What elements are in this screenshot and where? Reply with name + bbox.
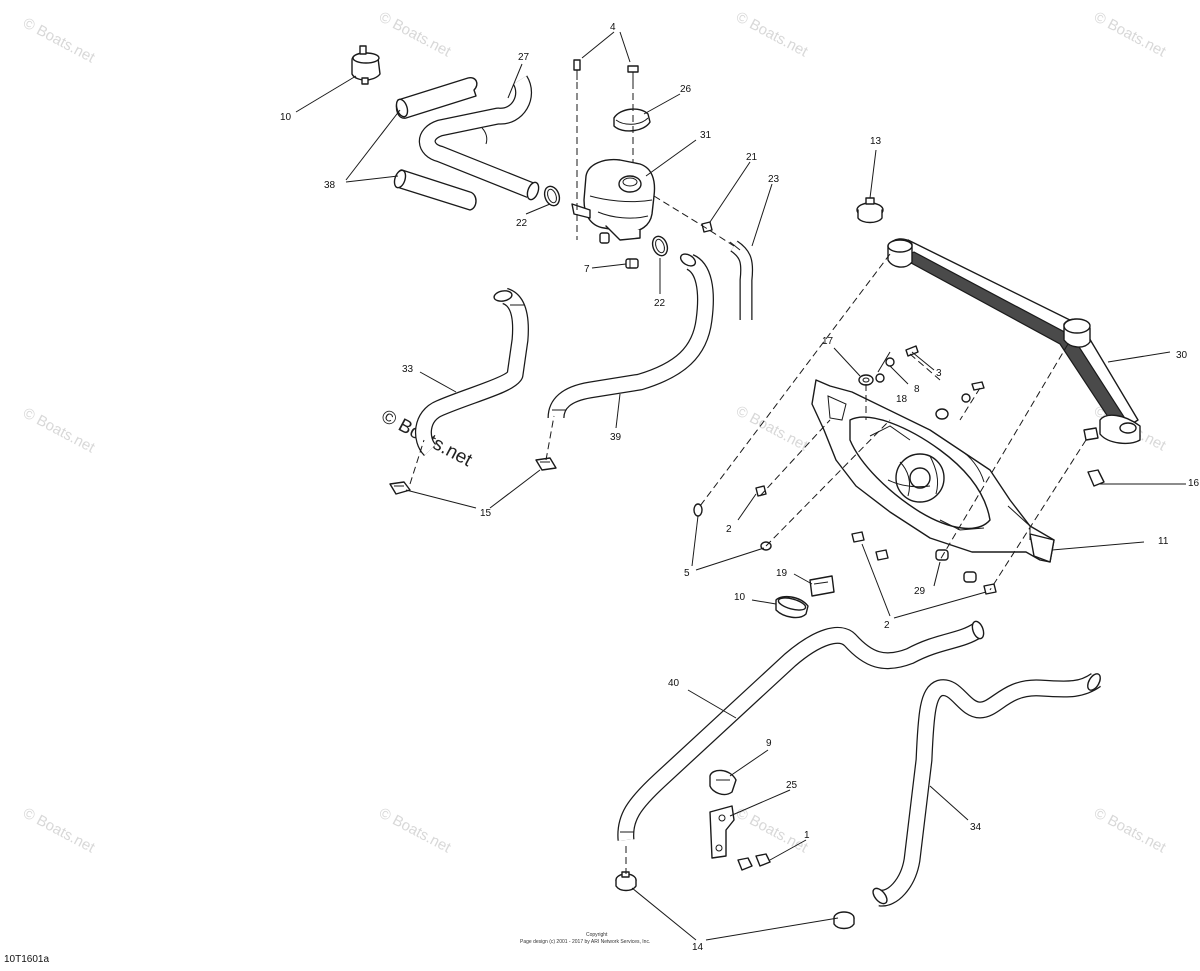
callout-23: 23 [768,174,780,185]
watermark: © Boats.net [20,405,98,457]
watermark: © Boats.net [733,403,811,455]
clamp-7 [599,232,639,269]
callout-38: 38 [324,180,336,191]
screws-1 [737,853,771,871]
callout-13: 13 [870,136,882,147]
callout-7: 7 [584,264,590,275]
callout-2-left: 2 [726,524,732,535]
hose-40 [617,620,985,841]
clamp-22-upper [543,185,561,207]
callout-25: 25 [786,780,798,791]
callout-11: 11 [1158,536,1169,547]
callout-16: 16 [1188,478,1200,489]
callout-34: 34 [970,822,982,833]
watermark: © Boats.net [20,805,98,857]
callout-15: 15 [480,508,492,519]
hose-34 [872,672,1101,907]
callout-31: 31 [700,130,712,141]
callout-10-lower: 10 [734,592,746,603]
callout-30: 30 [1176,350,1188,361]
clamp-10-lower [775,595,809,619]
callout-3: 3 [936,368,942,379]
bracket-25 [709,805,735,859]
hose-38-upper [395,76,478,119]
callout-8: 8 [914,384,920,395]
callout-5: 5 [684,568,690,579]
clamp-9 [709,769,737,796]
copyright-line-1: Copyright [586,932,608,938]
watermark: © Boats.net [376,9,454,61]
screws-4 [573,59,639,82]
callout-leaders [295,31,1186,941]
vent-tube [729,240,754,320]
hose-38-lower [393,169,477,211]
coolant-reservoir [571,158,656,241]
clamp-14-left [615,871,637,892]
callout-27: 27 [518,52,530,63]
callout-10: 10 [280,112,292,123]
radiator [887,238,1141,445]
callout-17: 17 [822,336,834,347]
callout-14: 14 [692,942,704,953]
clamp-15-left [389,481,411,495]
callout-33: 33 [402,364,414,375]
callout-21: 21 [746,152,758,163]
screw-21 [701,221,713,233]
hose-33 [415,287,529,457]
clamp-15-right [535,457,557,471]
clamp-14-right [833,911,855,930]
figure-code: 10T1601a [4,954,49,965]
callout-numbers: 10 38 27 4 26 31 21 23 22 7 22 33 39 15 … [280,22,1200,953]
callout-18: 18 [896,394,908,405]
callout-9: 9 [766,738,772,749]
watermark: © Boats.net [733,805,811,857]
clamp-10-upper [351,45,381,85]
watermark: © Boats.net [376,805,454,857]
callout-4: 4 [610,22,616,33]
watermark: © Boats.net [733,9,811,61]
watermark: © Boats.net [1091,9,1169,61]
reservoir-cap [613,108,651,132]
clamp-13 [856,197,884,224]
fan-shroud-assembly [811,379,1055,583]
hose-27 [418,75,540,201]
copyright-line-2: Page design (c) 2001 - 2017 by ARI Netwo… [520,939,650,945]
callout-2-right: 2 [884,620,890,631]
fan-hardware [693,345,1105,597]
callout-39: 39 [610,432,622,443]
clamp-22-lower [651,235,669,257]
callout-19: 19 [776,568,788,579]
callout-29: 29 [914,586,926,597]
callout-26: 26 [680,84,692,95]
watermark-layer: © Boats.net © Boats.net © Boats.net © Bo… [20,9,1169,857]
watermark: © Boats.net [20,15,98,67]
alignment-lines [409,82,1087,874]
hose-39 [547,253,714,419]
callout-1: 1 [804,830,810,841]
callout-22-lower: 22 [654,298,666,309]
callout-40: 40 [668,678,680,689]
callout-22-upper: 22 [516,218,528,229]
watermark: © Boats.net [1091,805,1169,857]
